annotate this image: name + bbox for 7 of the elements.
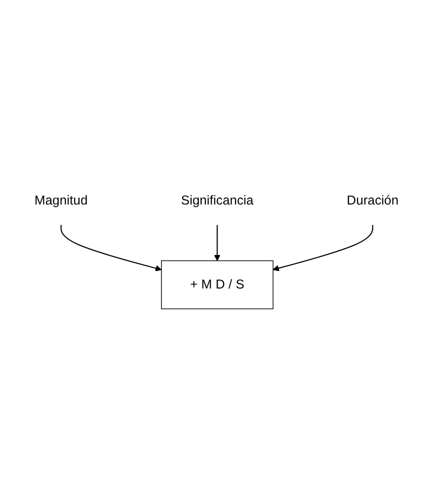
arrow bbox=[272, 225, 374, 272]
arrow bbox=[60, 225, 162, 272]
node-text: Significancia bbox=[180, 193, 254, 208]
node-text: Magnitud bbox=[34, 193, 88, 208]
arrow bbox=[214, 225, 220, 262]
node-box: + M D / S bbox=[161, 260, 274, 310]
node-text: Duración bbox=[346, 193, 399, 208]
